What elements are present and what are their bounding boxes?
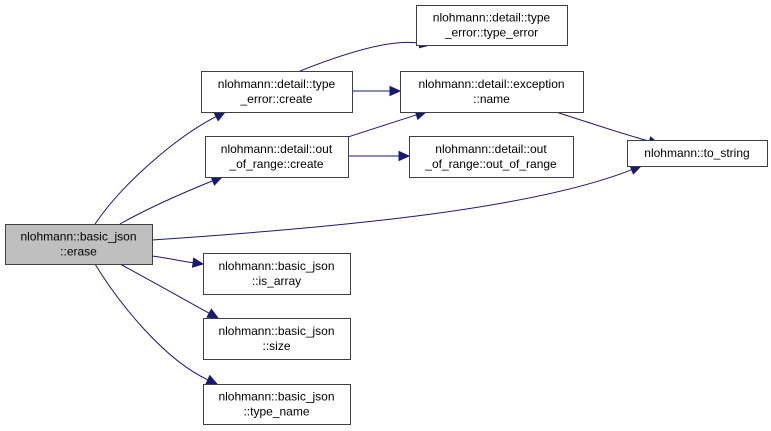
edge-line — [299, 41, 421, 72]
node-label: ::erase — [60, 245, 97, 259]
node-label: nlohmann::basic_json — [218, 324, 334, 338]
node-erase[interactable]: nlohmann::basic_json::erase — [5, 224, 153, 265]
nodes-layer: nlohmann::basic_json::erase nlohmann::det… — [5, 5, 768, 425]
node-label: nlohmann::detail::out — [221, 142, 333, 156]
edge-line — [151, 169, 632, 241]
node-type-name[interactable]: nlohmann::basic_json::type_name — [203, 384, 351, 425]
node-size[interactable]: nlohmann::basic_json::size — [203, 318, 351, 360]
edge-out_of_range_create-to-exception_name — [347, 110, 428, 138]
node-label: _of_range::create — [228, 157, 323, 171]
node-box[interactable] — [201, 71, 353, 113]
node-label: nlohmann::detail::exception — [418, 77, 564, 91]
node-box[interactable] — [5, 224, 153, 265]
node-label: ::is_array — [252, 274, 301, 288]
arrowhead-icon — [191, 257, 205, 268]
node-label: nlohmann::basic_json — [218, 390, 334, 404]
edge-type_error_create-to-type_error_ctor — [299, 37, 432, 72]
node-label: nlohmann::detail::type — [218, 77, 336, 91]
node-box[interactable] — [203, 318, 351, 360]
node-label: nlohmann::detail::out — [435, 142, 547, 156]
edges-layer — [94, 37, 661, 385]
arrowhead-icon — [205, 374, 219, 385]
edge-line — [347, 114, 417, 138]
edge-type_error_create-to-exception_name — [352, 85, 402, 97]
node-box[interactable] — [400, 71, 584, 113]
node-out-of-range-ctor[interactable]: nlohmann::detail::out_of_range::out_of_r… — [409, 136, 574, 178]
node-box[interactable] — [627, 140, 768, 167]
node-label: ::type_name — [243, 405, 309, 419]
edge-line — [119, 180, 213, 225]
arrowhead-icon — [213, 111, 227, 122]
edge-out_of_range_create-to-out_of_range_ctor — [347, 150, 411, 162]
edge-line — [119, 263, 210, 314]
edge-erase-to-out_of_range_create — [119, 176, 224, 225]
node-box[interactable] — [203, 253, 351, 295]
node-label: _error::type_error — [444, 26, 538, 40]
node-label: nlohmann::to_string — [644, 146, 749, 160]
node-label: ::size — [262, 339, 290, 353]
node-type-error-create[interactable]: nlohmann::detail::type_error::create — [201, 71, 353, 113]
edge-erase-to-size — [119, 263, 220, 319]
edge-erase-to-to_string — [151, 164, 643, 241]
node-to-string[interactable]: nlohmann::to_string — [627, 140, 768, 167]
node-exception-name[interactable]: nlohmann::detail::exception::name — [400, 71, 584, 113]
node-is-array[interactable]: nlohmann::basic_json::is_array — [203, 253, 351, 295]
edge-erase-to-is_array — [151, 255, 205, 268]
arrowhead-icon — [389, 85, 402, 97]
node-label: _error::create — [239, 92, 312, 106]
node-label: nlohmann::detail::type — [433, 11, 551, 25]
arrowhead-icon — [398, 150, 411, 162]
node-label: nlohmann::basic_json — [20, 230, 136, 244]
arrowhead-icon — [206, 308, 220, 319]
node-label: ::name — [473, 92, 510, 106]
edge-erase-to-type_name — [94, 263, 219, 385]
node-box[interactable] — [416, 5, 568, 46]
node-out-of-range-create[interactable]: nlohmann::detail::out_of_range::create — [205, 136, 349, 178]
edge-line — [151, 255, 194, 264]
edge-line — [555, 111, 650, 142]
node-box[interactable] — [203, 384, 351, 425]
node-box[interactable] — [205, 136, 349, 178]
node-type-error-ctor[interactable]: nlohmann::detail::type_error::type_error — [416, 5, 568, 46]
edge-line — [94, 263, 209, 381]
node-label: _of_range::out_of_range — [424, 157, 557, 171]
node-label: nlohmann::basic_json — [218, 259, 334, 273]
edge-line — [94, 116, 217, 225]
node-box[interactable] — [409, 136, 574, 178]
